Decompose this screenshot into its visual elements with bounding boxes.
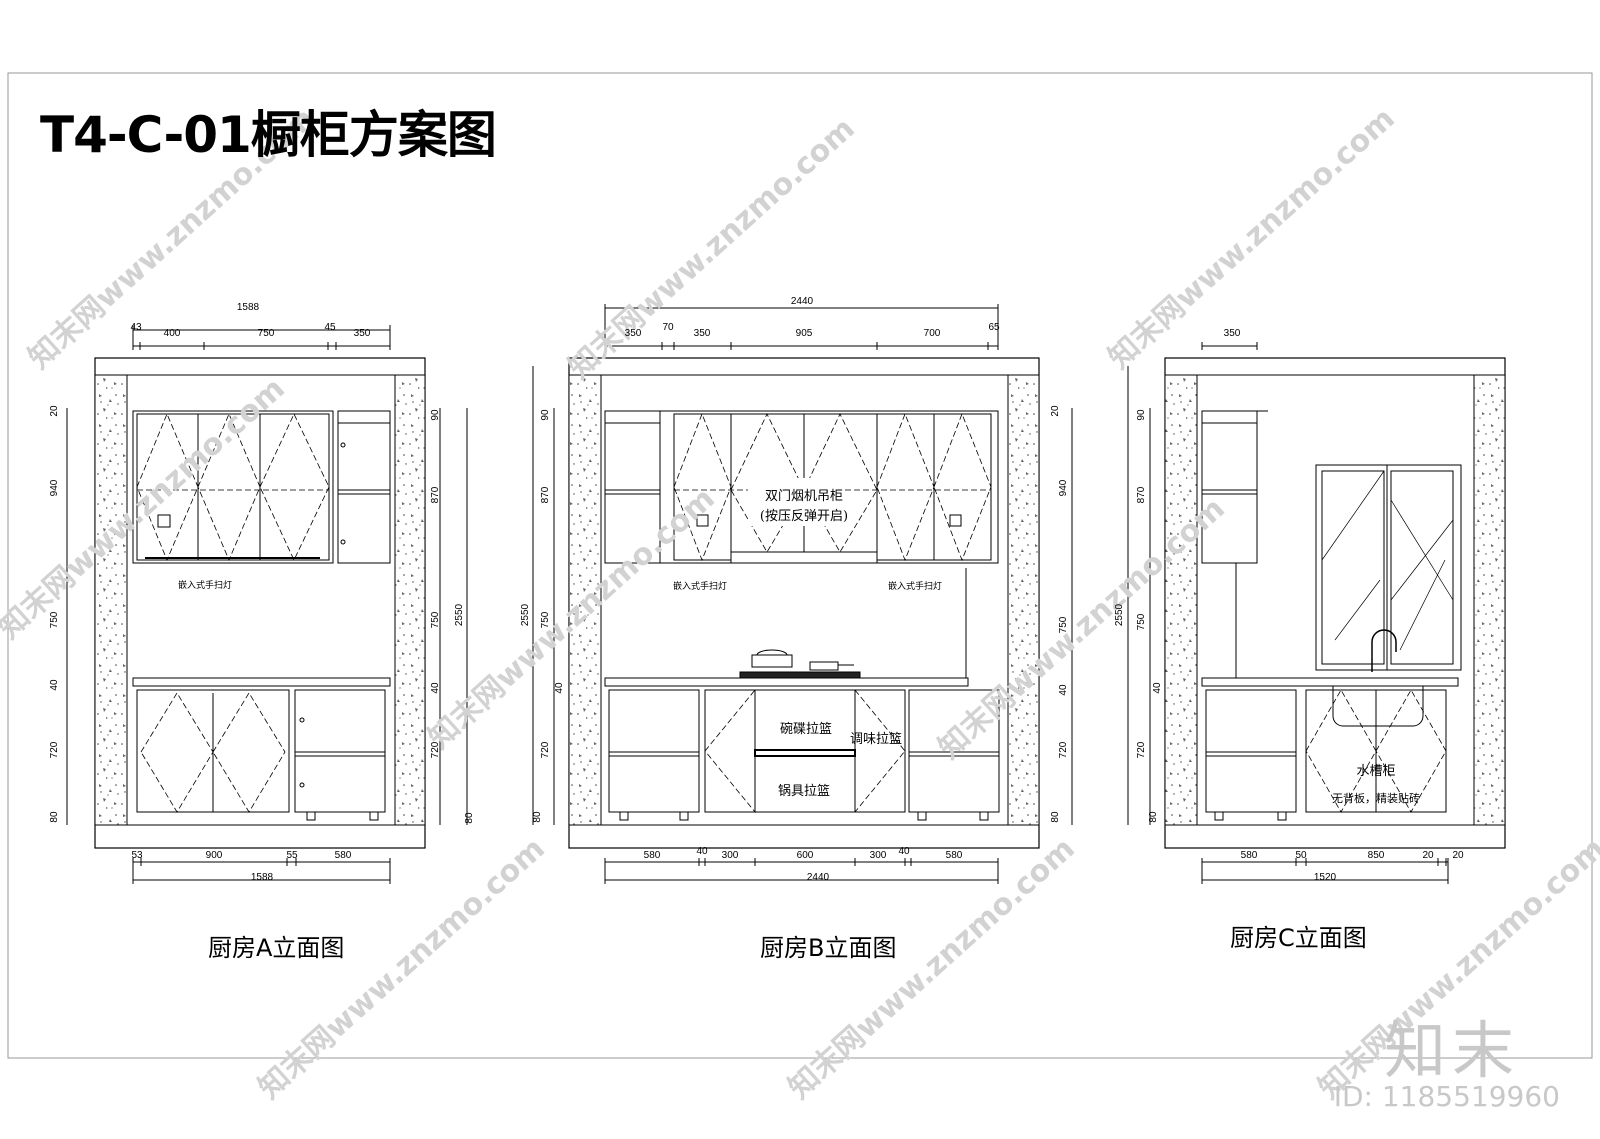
dim-b-right-2: 940 — [1058, 479, 1069, 496]
dim-a-right-3: 750 — [430, 611, 441, 628]
dim-b-top-2: 70 — [662, 322, 674, 333]
note-b-bowl: 碗碟拉篮 — [780, 721, 832, 737]
elevation-b — [532, 304, 1073, 884]
dim-c-bottom-3: 850 — [1368, 850, 1385, 861]
dims-b: 2440 350 70 350 905 700 65 580 40 300 60… — [520, 296, 1069, 883]
note-b-light-2: 嵌入式手扫灯 — [888, 580, 942, 592]
dim-a-left-5: 720 — [49, 741, 60, 758]
dim-a-top-3: 750 — [258, 328, 275, 339]
dim-a-bottom-4: 580 — [335, 850, 352, 861]
dim-a-right-total: 2550 — [454, 603, 465, 626]
dim-a-left-6: 80 — [49, 811, 60, 823]
elevation-c — [1127, 342, 1506, 884]
dim-a-right-2: 870 — [430, 486, 441, 503]
dim-b-left-2: 870 — [540, 486, 551, 503]
image-id: ID: 1185519960 — [1333, 1080, 1560, 1113]
note-a-light: 嵌入式手扫灯 — [178, 579, 232, 591]
watermark: 知末网www.znzmo.com — [1102, 101, 1402, 376]
dim-b-bottom-7: 580 — [946, 850, 963, 861]
watermark: 知末网www.znzmo.com — [562, 111, 862, 386]
dim-a-bottom-1: 53 — [131, 850, 143, 861]
dim-a-bottom-2: 900 — [206, 850, 223, 861]
note-b-light-1: 嵌入式手扫灯 — [673, 580, 727, 592]
dim-b-bottom-total: 2440 — [807, 872, 830, 883]
dim-b-left-3: 750 — [540, 611, 551, 628]
dim-c-left-1: 90 — [1136, 409, 1147, 421]
dim-a-top-4: 45 — [324, 322, 336, 333]
dim-c-bottom-1: 580 — [1241, 850, 1258, 861]
dim-a-bottom-total: 1588 — [251, 872, 274, 883]
dim-b-bottom-4: 600 — [797, 850, 814, 861]
label-elevation-c: 厨房C立面图 — [1230, 924, 1367, 952]
dim-c-left-4: 40 — [1152, 682, 1163, 694]
dim-b-bottom-6: 40 — [898, 846, 910, 857]
dim-b-right-6: 80 — [1050, 811, 1061, 823]
dim-a-left-3: 750 — [49, 611, 60, 628]
label-elevation-a: 厨房A立面图 — [208, 934, 345, 962]
dim-a-left-2: 940 — [49, 479, 60, 496]
note-c-sink-sub: 无背板，精装贴砖 — [1332, 791, 1420, 805]
dim-b-bottom-1: 580 — [644, 850, 661, 861]
dim-c-bottom-5: 20 — [1452, 850, 1464, 861]
dim-c-left-6: 80 — [1148, 811, 1159, 823]
dim-a-bottom-3: 55 — [286, 850, 298, 861]
dim-a-right-6: 80 — [464, 812, 475, 824]
watermark: 知末网www.znzmo.com — [252, 831, 552, 1106]
dim-b-left-6: 80 — [532, 811, 543, 823]
dim-c-left-total: 2550 — [1114, 603, 1125, 626]
dim-b-right-3: 750 — [1058, 616, 1069, 633]
dim-b-bottom-2: 40 — [696, 846, 708, 857]
dim-b-left-4: 40 — [554, 682, 565, 694]
dim-a-right-5: 720 — [430, 741, 441, 758]
dim-b-top-4: 905 — [796, 328, 813, 339]
drawing-title: T4-C-01橱柜方案图 — [40, 106, 497, 164]
dim-a-left-4: 40 — [49, 679, 60, 691]
dim-c-bottom-total: 1520 — [1314, 872, 1337, 883]
dim-b-bottom-3: 300 — [722, 850, 739, 861]
dim-a-right-1: 90 — [430, 409, 441, 421]
dim-b-left-1: 90 — [540, 409, 551, 421]
dim-a-right-4: 40 — [430, 682, 441, 694]
dim-a-top-5: 350 — [354, 328, 371, 339]
elevation-a — [66, 325, 468, 884]
note-b-hood: 双门烟机吊柜 — [765, 489, 843, 504]
brand-logo: 知末 — [1383, 1014, 1520, 1087]
dim-a-left-1: 20 — [49, 405, 60, 417]
dim-b-top-3: 350 — [694, 328, 711, 339]
note-b-spice: 调味拉篮 — [850, 732, 902, 747]
dim-b-left-5: 720 — [540, 741, 551, 758]
dim-a-top-2: 400 — [164, 328, 181, 339]
dim-a-top-total: 1588 — [237, 302, 260, 313]
dim-c-left-5: 720 — [1136, 741, 1147, 758]
dim-b-right-1: 20 — [1050, 405, 1061, 417]
watermark: 知末网www.znzmo.com — [0, 371, 292, 646]
dim-c-bottom-2: 50 — [1295, 850, 1307, 861]
note-b-pot: 锅具拉篮 — [778, 783, 830, 799]
dim-c-top-1: 350 — [1224, 328, 1241, 339]
dim-b-top-5: 700 — [924, 328, 941, 339]
dim-b-bottom-5: 300 — [870, 850, 887, 861]
note-b-hood-sub: (按压反弹开启) — [760, 509, 848, 524]
dim-b-top-6: 65 — [988, 322, 1000, 333]
dims-c: 350 580 50 850 20 20 1520 2550 90 870 75… — [1114, 328, 1464, 883]
sheet-frame — [7, 72, 1593, 1059]
label-elevation-b: 厨房B立面图 — [760, 934, 897, 962]
note-c-sink: 水槽柜 — [1356, 764, 1395, 779]
dim-c-bottom-4: 20 — [1422, 850, 1434, 861]
dim-b-right-4: 40 — [1058, 684, 1069, 696]
dim-b-left-total: 2550 — [520, 603, 531, 626]
dim-a-top-1: 43 — [130, 322, 142, 333]
dim-b-top-1: 350 — [625, 328, 642, 339]
dim-b-right-5: 720 — [1058, 741, 1069, 758]
dim-b-top-total: 2440 — [791, 296, 814, 307]
dims-a: 1588 43 400 750 45 350 53 900 55 580 158… — [49, 302, 475, 883]
dim-c-left-3: 750 — [1136, 613, 1147, 630]
dim-c-left-2: 870 — [1136, 486, 1147, 503]
